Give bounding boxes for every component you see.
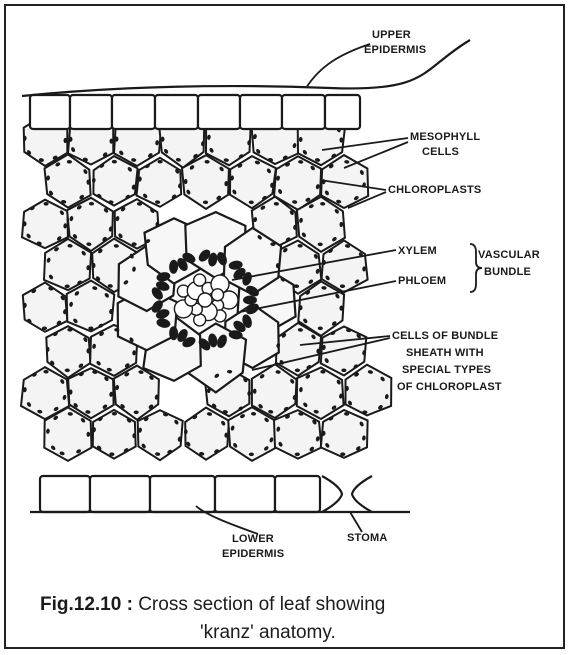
upper-epidermis-cell bbox=[155, 95, 198, 129]
mesophyll-cell bbox=[321, 327, 367, 376]
upper-epidermis-cell bbox=[70, 95, 112, 129]
label-chloroplasts: CHLOROPLASTS bbox=[388, 184, 481, 196]
label-lower-epidermis-2: EPIDERMIS bbox=[222, 548, 284, 560]
mesophyll-cell bbox=[274, 410, 321, 459]
vascular-bundle bbox=[174, 274, 238, 326]
chloroplast bbox=[158, 160, 163, 164]
upper-epidermis-cell bbox=[282, 95, 325, 129]
phloem-cell bbox=[212, 289, 224, 301]
mesophyll-cell bbox=[138, 410, 183, 460]
mesophyll-cell bbox=[185, 408, 229, 460]
upper-epidermis-cell bbox=[112, 95, 155, 129]
lower-epidermis-cell bbox=[40, 476, 90, 512]
mesophyll-cell bbox=[93, 410, 136, 459]
lower-epidermis-cell bbox=[215, 476, 275, 512]
lower-epidermis-cell bbox=[150, 476, 215, 512]
label-phloem: PHLOEM bbox=[398, 275, 446, 287]
chloroplast bbox=[340, 137, 344, 142]
guard-cell-left bbox=[322, 476, 342, 512]
mesophyll-cell bbox=[22, 200, 68, 248]
figure-caption-line-2: 'kranz' anatomy. bbox=[200, 622, 571, 644]
chloroplast bbox=[69, 389, 73, 394]
label-stoma: STOMA bbox=[347, 532, 388, 544]
mesophyll-cell bbox=[321, 410, 368, 458]
upper-epidermis-cell bbox=[325, 95, 360, 129]
leader-stoma bbox=[350, 512, 362, 532]
figure-number: Fig.12.10 : bbox=[40, 594, 133, 615]
upper-epidermis-cell bbox=[240, 95, 282, 129]
label-vascular-1: VASCULAR bbox=[478, 249, 540, 261]
guard-cell-right bbox=[352, 476, 372, 512]
sheath-chloroplast bbox=[243, 296, 257, 305]
vascular-centre-cell bbox=[198, 293, 212, 307]
mesophyll-cell bbox=[137, 158, 182, 207]
caption-text-1: Cross section of leaf showing bbox=[138, 594, 385, 615]
upper-epidermis-cell bbox=[198, 95, 240, 129]
upper-epidermis-cell bbox=[30, 95, 70, 129]
label-upper-epidermis-2: EPIDERMIS bbox=[364, 44, 426, 56]
figure-caption-line-1: Fig.12.10 : Cross section of leaf showin… bbox=[40, 594, 540, 616]
label-mesophyll-1: MESOPHYLL bbox=[410, 131, 480, 143]
chloroplast bbox=[88, 326, 93, 330]
label-mesophyll-2: CELLS bbox=[422, 146, 459, 158]
leader-upper-epidermis bbox=[306, 44, 370, 88]
mesophyll-cell bbox=[23, 283, 68, 332]
lower-epidermis-cell bbox=[90, 476, 150, 512]
label-vascular-2: BUNDLE bbox=[484, 266, 531, 278]
label-xylem: XYLEM bbox=[398, 245, 437, 257]
label-sheath-2: SHEATH WITH bbox=[406, 347, 484, 359]
lower-epidermis-cell bbox=[275, 476, 320, 512]
chloroplast bbox=[341, 368, 346, 372]
label-lower-epidermis-1: LOWER bbox=[232, 533, 274, 545]
mesophyll-cell bbox=[297, 368, 344, 420]
chloroplast bbox=[339, 306, 343, 311]
label-sheath-3: SPECIAL TYPES bbox=[402, 364, 491, 376]
label-upper-epidermis-1: UPPER bbox=[372, 29, 411, 41]
chloroplast bbox=[87, 180, 91, 185]
label-sheath-4: OF CHLOROPLAST bbox=[397, 381, 502, 393]
label-sheath-1: CELLS OF BUNDLE bbox=[392, 330, 498, 342]
